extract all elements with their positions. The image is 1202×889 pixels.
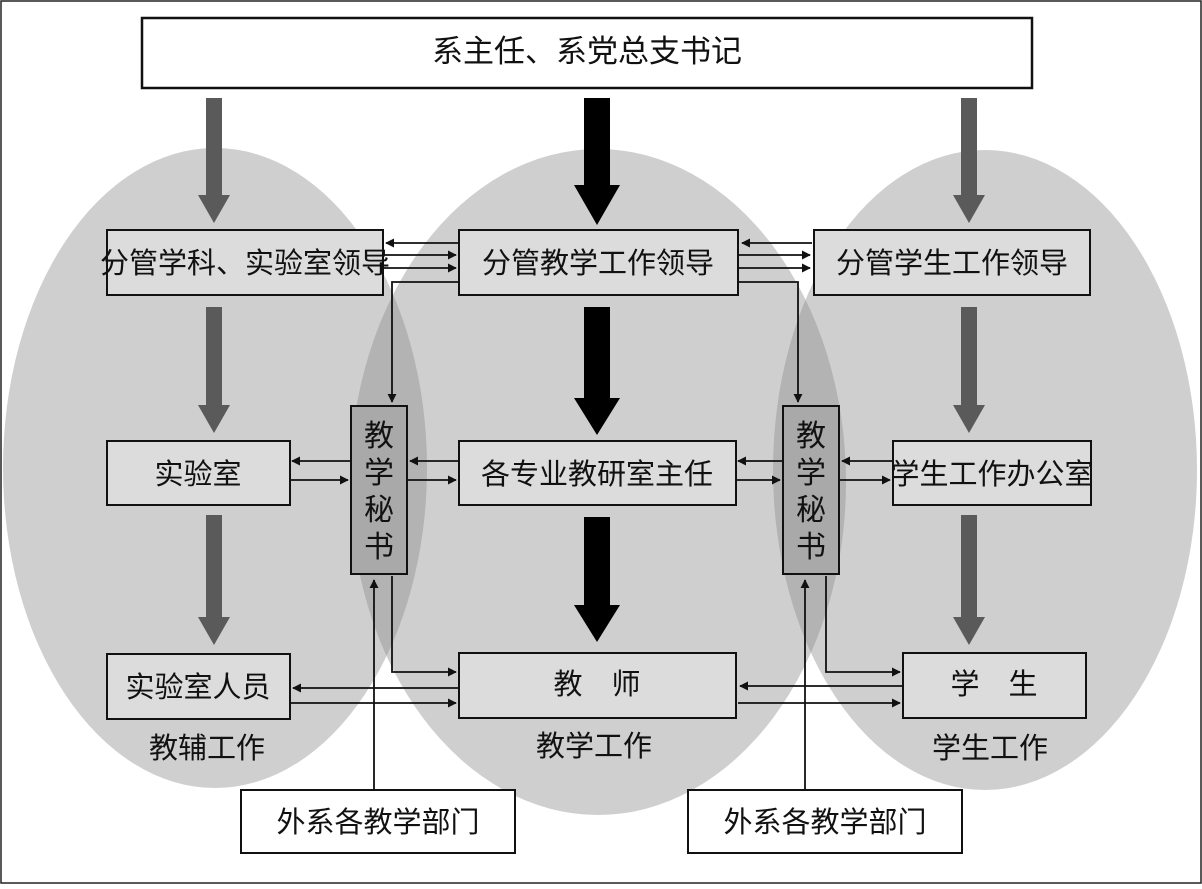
teacher-box (458, 652, 737, 719)
arrow-director-to-teacher (574, 517, 620, 642)
arrow-left-leader-to-lab (198, 307, 230, 433)
center-leader-box (458, 229, 739, 296)
lab-label: 实验室 (154, 457, 241, 491)
teacher-label: 教 师 (553, 667, 640, 701)
student-label: 学 生 (950, 667, 1037, 701)
connectors (290, 238, 902, 790)
external-right-label: 外系各教学部门 (723, 805, 926, 839)
left-secretary-char-1: 教 (364, 419, 394, 454)
lab-box (106, 440, 291, 506)
arrow-lab-to-staff (198, 515, 230, 645)
black-arrows-center (574, 98, 620, 642)
arrow-right-leader-to-office (953, 307, 985, 433)
right-secretary-char-3: 秘 (796, 493, 826, 528)
arrow-top-to-left-leader (198, 98, 230, 223)
right-secretary-char-4: 书 (796, 530, 826, 565)
right-secretary-box (782, 405, 840, 575)
right-leader-label: 分管学生工作领导 (836, 246, 1068, 280)
conn-center-leader-to-left-secretary (387, 281, 458, 403)
external-left-label: 外系各教学部门 (276, 805, 479, 839)
arrow-office-to-student (953, 515, 985, 645)
left-leader-box (106, 229, 384, 296)
gray-arrows-right (953, 98, 985, 645)
student-office-box (892, 440, 1092, 506)
director-label: 各专业教研室主任 (481, 457, 713, 491)
conn-left-secretary-to-teacher (391, 576, 457, 677)
gray-arrows-left (198, 98, 230, 645)
external-right-box (687, 789, 963, 854)
student-office-label: 学生工作办公室 (890, 457, 1093, 491)
external-left-box (240, 789, 516, 854)
center-leader-label: 分管教学工作领导 (482, 246, 714, 280)
right-secretary-char-1: 教 (796, 419, 826, 454)
left-secretary-char-3: 秘 (364, 493, 394, 528)
director-box (458, 440, 737, 506)
right-leader-box (813, 229, 1091, 296)
left-leader-label: 分管学科、实验室领导 (100, 246, 390, 280)
lab-staff-label: 实验室人员 (125, 670, 270, 704)
left-secretary-char-4: 书 (364, 530, 394, 565)
area-label-student-work: 学生工作 (932, 731, 1048, 765)
right-secretary-char-2: 学 (796, 456, 826, 491)
area-label-teaching: 教学工作 (536, 729, 652, 763)
top-box-label: 系主任、系党总支书记 (432, 34, 742, 70)
top-box (140, 16, 1034, 90)
area-label-teaching-support: 教辅工作 (149, 731, 265, 765)
student-box (902, 652, 1087, 719)
left-secretary-char-2: 学 (364, 456, 394, 491)
arrow-top-to-center-leader (574, 98, 620, 225)
lab-staff-box (106, 653, 291, 720)
arrow-center-leader-to-director (574, 307, 620, 435)
arrow-top-to-right-leader (953, 98, 985, 223)
conn-center-leader-to-right-secretary (739, 281, 803, 403)
conn-right-secretary-to-student (825, 576, 901, 677)
left-secretary-box (350, 405, 408, 575)
